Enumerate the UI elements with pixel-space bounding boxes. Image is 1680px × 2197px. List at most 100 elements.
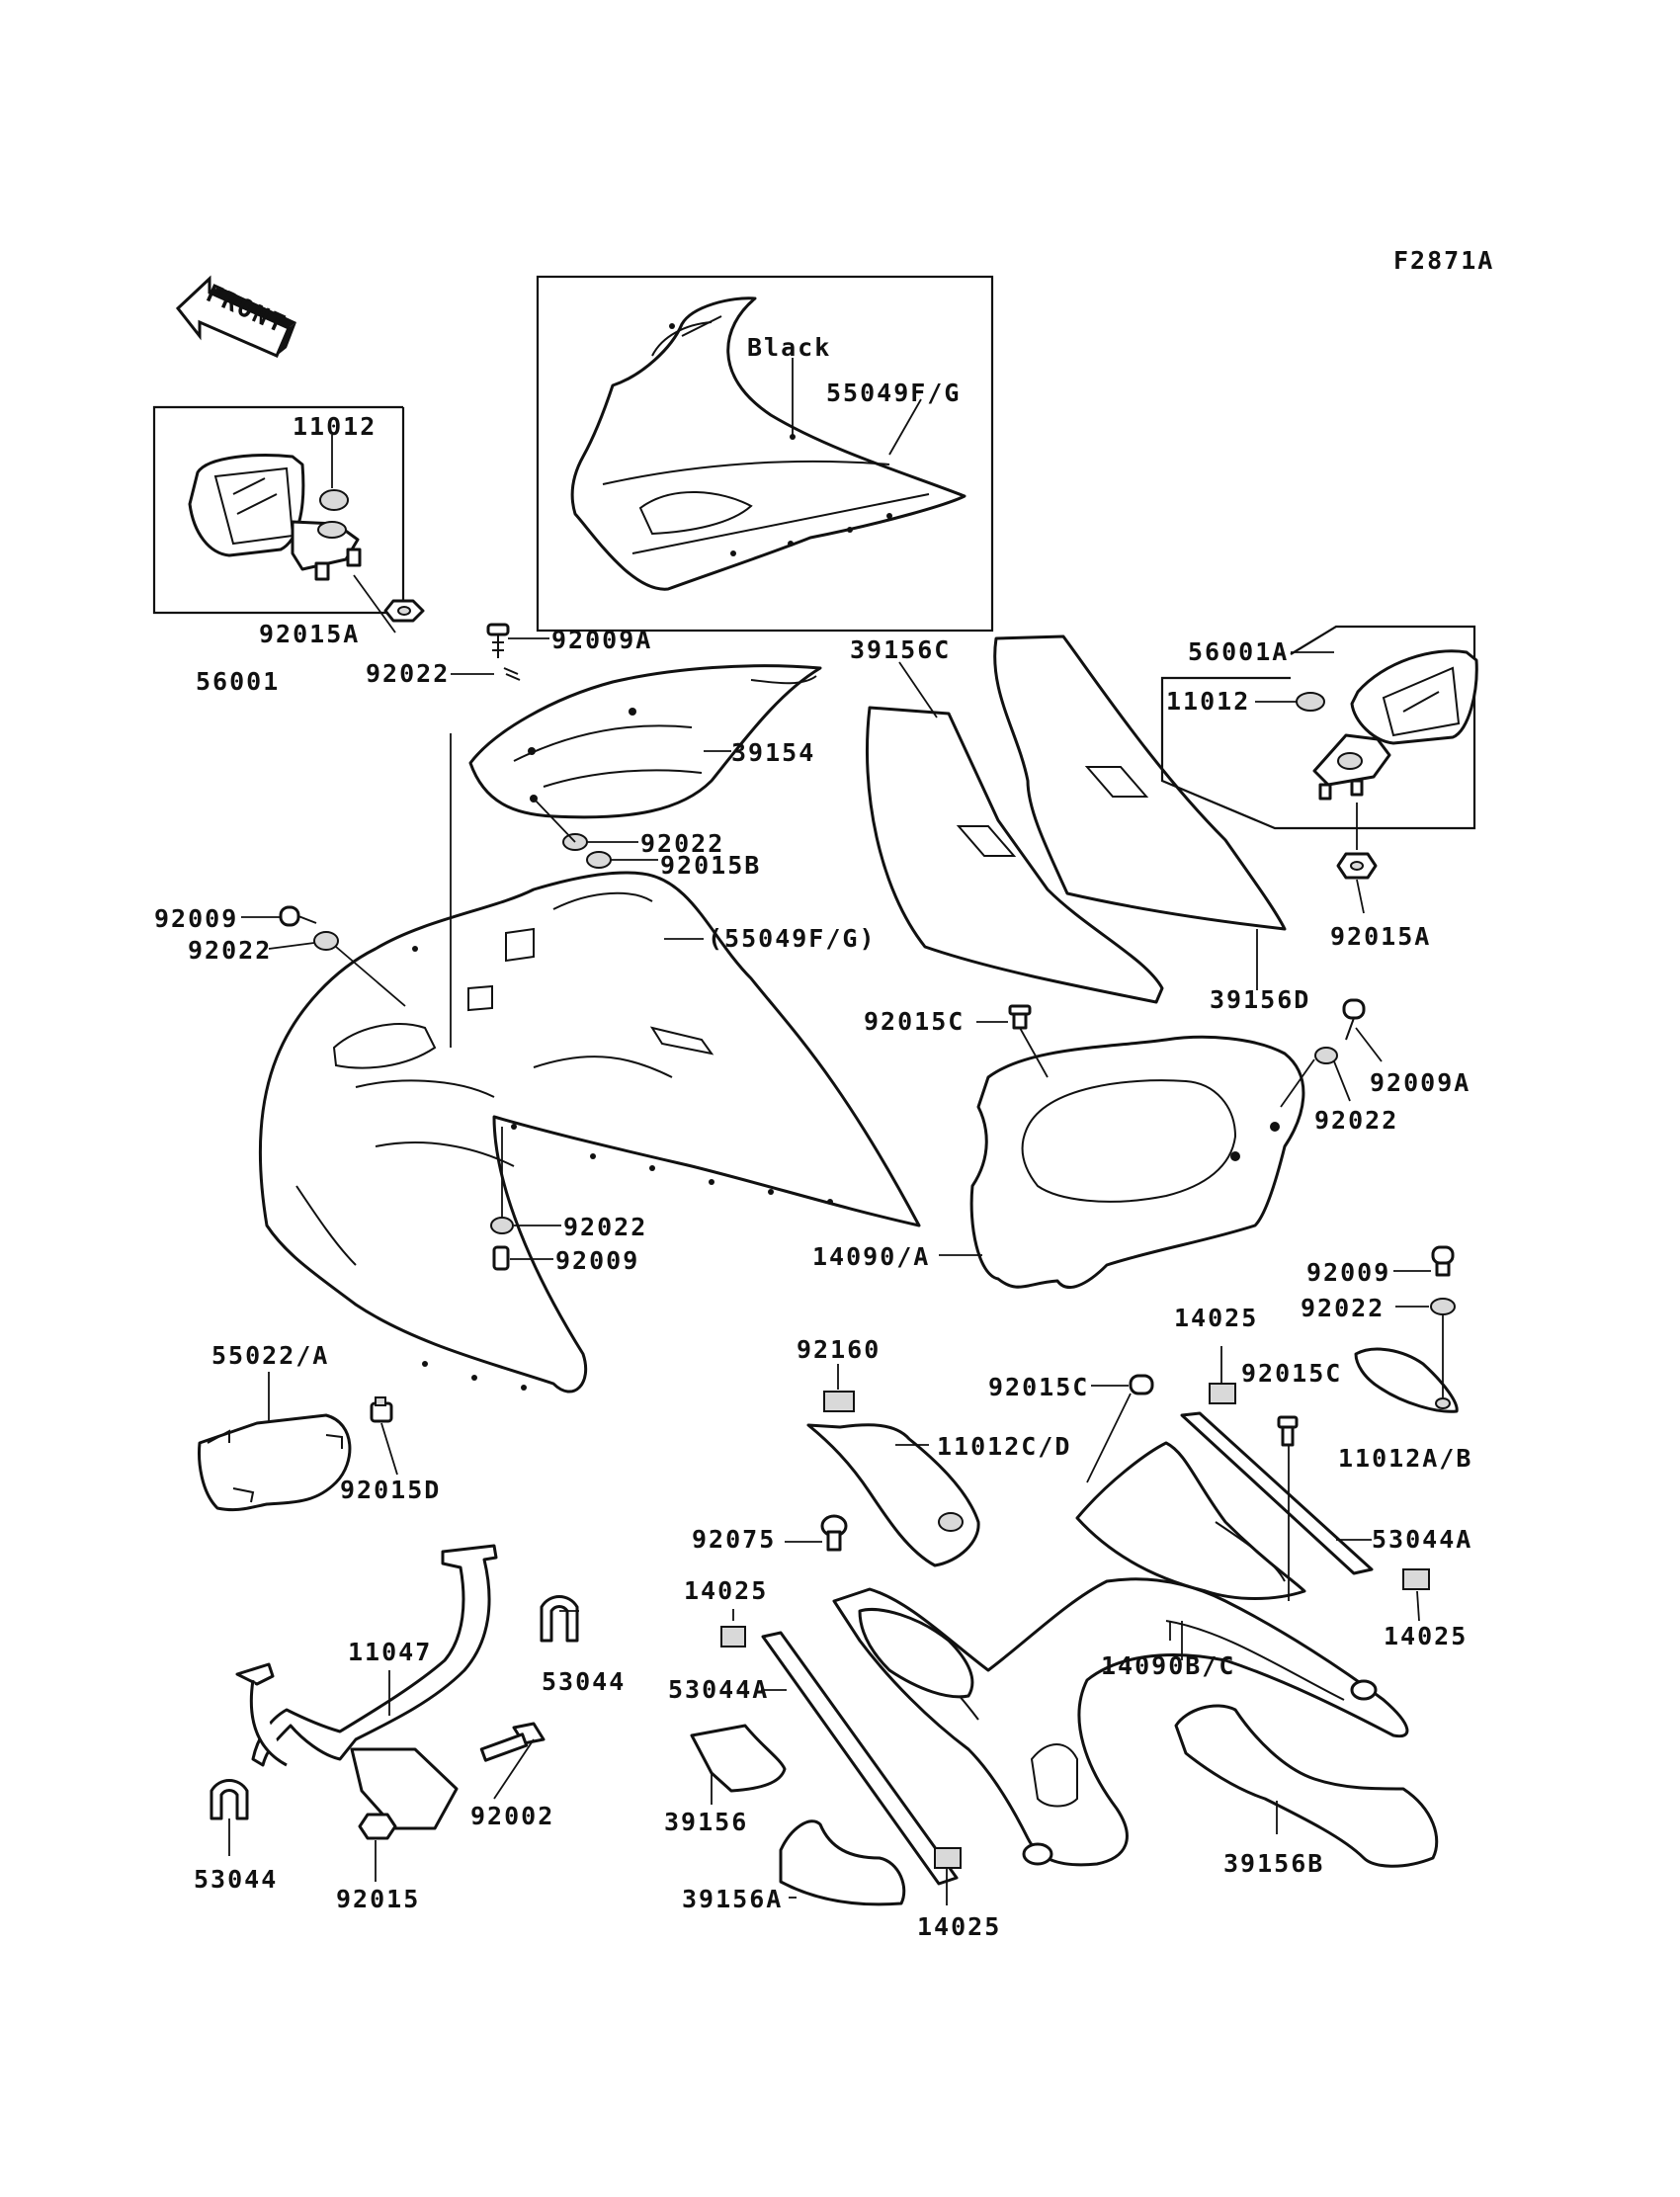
label-11012-right: 11012: [1166, 687, 1250, 716]
cover-55022A-group: [198, 1372, 398, 1512]
label-92015C-top: 92015C: [864, 1007, 965, 1036]
right-mirror-nut-icon: [1336, 852, 1378, 880]
color-note: Black: [747, 333, 831, 362]
bracket-11047-icon: [251, 1544, 498, 1767]
nut-92015-icon: [358, 1813, 397, 1840]
pad-39156A-icon: [779, 1819, 906, 1906]
left-mirror-cap-icon: [319, 489, 349, 511]
washer-92022-low-icon: [490, 1217, 514, 1234]
label-14025-c: 14025: [1174, 1304, 1258, 1332]
label-92009-low: 92009: [555, 1246, 639, 1275]
nut-92015B-icon: [586, 851, 612, 869]
windshield-icon: [570, 296, 966, 591]
label-11012CD: 11012C/D: [937, 1432, 1071, 1461]
centre-small-parts-group: [785, 1364, 1154, 1567]
bracket-group: [210, 1544, 579, 1882]
right-mirror-group: [1160, 625, 1478, 914]
clip-53044-bottom-icon: [210, 1779, 249, 1820]
clip-92015D-icon: [370, 1396, 393, 1423]
label-14025-a: 14025: [684, 1576, 768, 1605]
label-92022-left: 92022: [188, 936, 272, 965]
label-11012AB: 11012A/B: [1338, 1444, 1472, 1473]
label-14025-d: 14025: [1384, 1622, 1468, 1650]
right-mirror-box: [1160, 625, 1476, 830]
left-mirror-icon: [188, 454, 362, 581]
inner-panel-39154-icon: [468, 664, 822, 819]
pad-92160-icon: [823, 1391, 855, 1412]
windshield-box: [536, 275, 994, 633]
pad-14025-b-icon: [934, 1847, 962, 1869]
right-mirror-icon: [1312, 649, 1478, 801]
label-92015A-right: 92015A: [1330, 922, 1431, 951]
left-mirror-group: [152, 405, 425, 634]
label-53044-top: 53044: [542, 1667, 626, 1696]
screw-92009A-right-icon: [1342, 998, 1366, 1041]
label-39154: 39154: [731, 738, 815, 767]
panel-11012CD-icon: [806, 1423, 980, 1567]
pad-39156D-icon: [993, 634, 1287, 931]
label-14090BC: 14090B/C: [1101, 1651, 1235, 1680]
pad-39156C-icon: [865, 706, 1164, 1004]
label-53044A-left: 53044A: [668, 1675, 769, 1704]
label-92015: 92015: [336, 1885, 420, 1913]
spring-92022-top-icon: [503, 667, 521, 681]
label-14090A: 14090/A: [812, 1242, 930, 1271]
upper-cowl-group: [241, 733, 921, 1394]
label-39156D: 39156D: [1210, 985, 1310, 1014]
bolt-92002-icon: [479, 1722, 546, 1762]
label-53044-bottom: 53044: [194, 1865, 278, 1894]
label-92022-top: 92022: [366, 659, 450, 688]
label-92002: 92002: [470, 1802, 554, 1830]
label-92022-mid: 92022: [640, 829, 724, 858]
label-92022-low: 92022: [563, 1213, 647, 1241]
label-56001A: 56001A: [1188, 637, 1289, 666]
right-mirror-cap-icon: [1296, 692, 1325, 712]
far-right-small-parts-group: [1209, 1245, 1459, 1622]
washer-92022-right-icon: [1314, 1047, 1338, 1064]
strip-53044A-right-icon: [1180, 1411, 1374, 1575]
cover-11012AB-icon: [1354, 1347, 1459, 1413]
label-92009A-top: 92009A: [551, 626, 652, 654]
label-92022-right: 92022: [1314, 1106, 1398, 1135]
label-39156: 39156: [664, 1808, 748, 1836]
front-arrow-icon: FRONT: [175, 275, 296, 358]
cover-55022A-icon: [198, 1413, 352, 1512]
washer-92022-left-icon: [313, 931, 339, 951]
clip-53044-top-icon: [540, 1595, 579, 1643]
label-39156A: 39156A: [682, 1885, 783, 1913]
panel-39154-group: [451, 623, 822, 869]
label-11012-left: 11012: [293, 412, 377, 441]
label-14025-b: 14025: [917, 1912, 1001, 1941]
label-53044A-right: 53044A: [1372, 1525, 1472, 1554]
screw-92009A-top-icon: [486, 623, 510, 658]
pad-39156B-icon: [1174, 1704, 1439, 1868]
screw-92009-low-icon: [492, 1245, 510, 1271]
label-56001: 56001: [196, 667, 280, 696]
pad-14025-d-icon: [1402, 1568, 1430, 1590]
pad-14025-a-icon: [720, 1626, 746, 1648]
label-92015C-mid: 92015C: [988, 1373, 1089, 1401]
label-92022-far-right: 92022: [1301, 1294, 1385, 1322]
strip-53044A-left-icon: [761, 1631, 959, 1886]
label-55049FG-paren: (55049F/G): [708, 924, 877, 953]
pad-39156-icon: [690, 1724, 787, 1793]
pad-14025-c-icon: [1209, 1383, 1236, 1404]
label-55022A: 55022/A: [211, 1341, 329, 1370]
label-11047: 11047: [348, 1638, 432, 1666]
label-92075: 92075: [692, 1525, 776, 1554]
washer-92022-far-right-icon: [1430, 1298, 1456, 1315]
upper-cowl-icon: [258, 871, 921, 1394]
pads-39156-group: [865, 634, 1287, 1004]
pin-92015C-right-icon: [1277, 1415, 1299, 1447]
lower-centre-parts-group: [690, 1609, 1439, 1906]
left-mirror-nut-icon: [383, 599, 425, 623]
left-mirror-box: [152, 405, 403, 615]
label-92160: 92160: [797, 1335, 881, 1364]
label-39156C: 39156C: [850, 635, 951, 664]
clip-92075-icon: [820, 1514, 848, 1552]
side-panel-group: [1075, 1411, 1374, 1601]
grommet-92015C-top-icon: [1008, 1004, 1032, 1030]
label-92009-left: 92009: [154, 904, 238, 933]
label-92015A-left: 92015A: [259, 620, 360, 648]
